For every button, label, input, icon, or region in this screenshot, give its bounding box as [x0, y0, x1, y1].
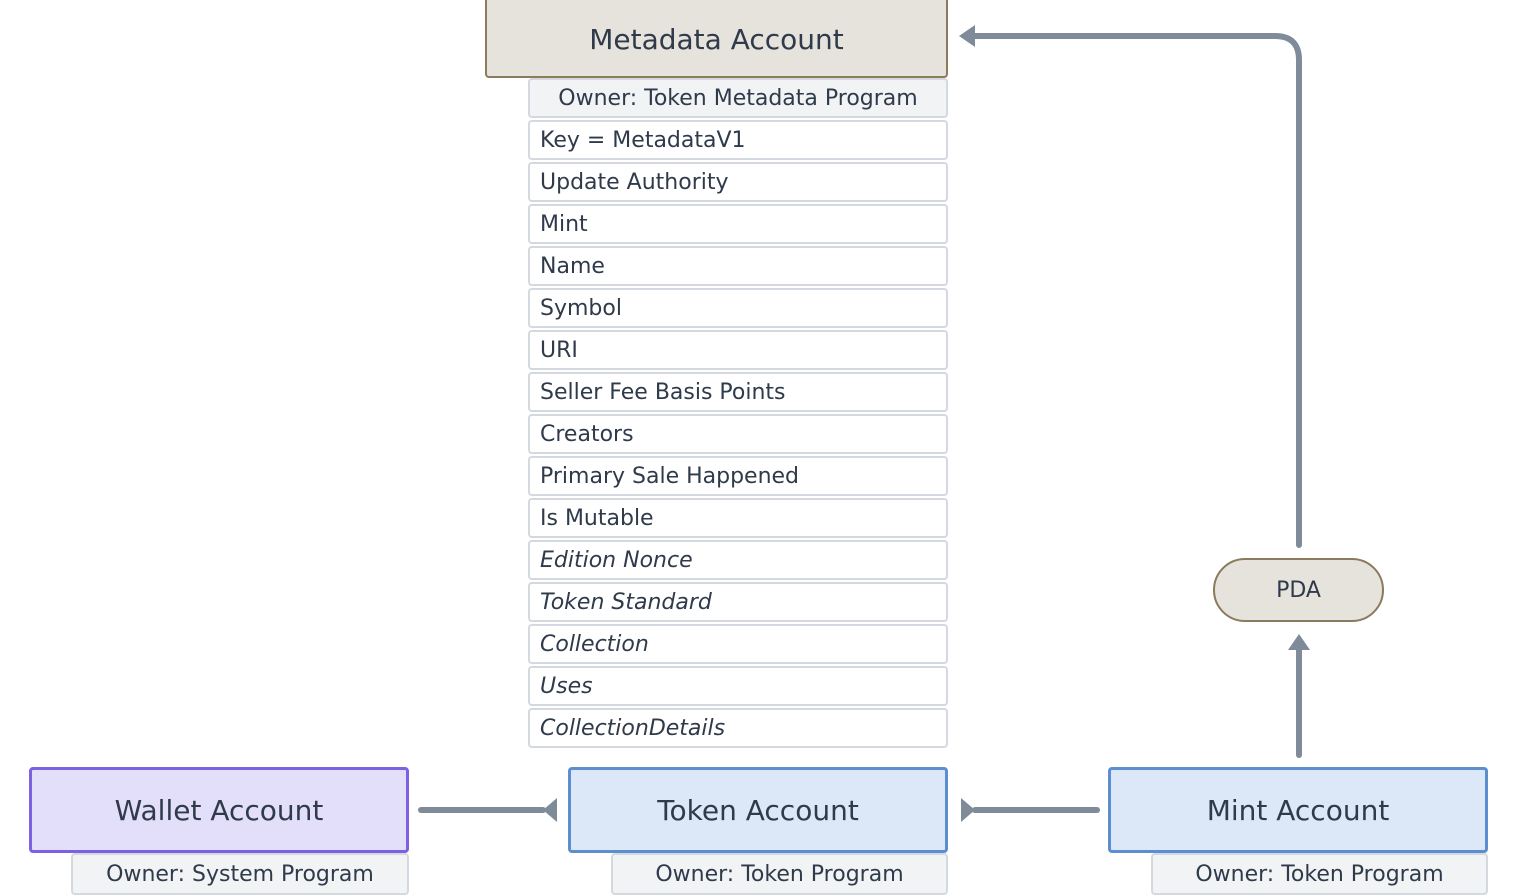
- pda-node: PDA: [1213, 558, 1384, 622]
- field-label: Creators: [540, 421, 634, 447]
- field-row-update-authority: Update Authority: [528, 162, 948, 202]
- field-row-mint: Mint: [528, 204, 948, 244]
- wallet-account-title: Wallet Account: [114, 793, 324, 827]
- field-row-key: Key = MetadataV1: [528, 120, 948, 160]
- field-row-primary-sale-happened: Primary Sale Happened: [528, 456, 948, 496]
- field-row-token-standard: Token Standard: [528, 582, 948, 622]
- metadata-account-title: Metadata Account: [589, 22, 844, 56]
- wallet-account-box: Wallet Account: [29, 767, 409, 853]
- field-label: Is Mutable: [540, 505, 654, 531]
- field-label: Update Authority: [540, 169, 729, 195]
- token-account-box: Token Account: [568, 767, 948, 853]
- field-label: Primary Sale Happened: [540, 463, 800, 489]
- metadata-owner-label: Owner: Token Metadata Program: [558, 85, 918, 111]
- mint-owner-label: Owner: Token Program: [1195, 861, 1444, 887]
- field-label: Uses: [540, 673, 593, 699]
- token-owner-label: Owner: Token Program: [655, 861, 904, 887]
- field-label: Seller Fee Basis Points: [540, 379, 786, 405]
- wallet-connector-head: [543, 798, 557, 822]
- field-label: Symbol: [540, 295, 622, 321]
- pda-arrowhead: [1288, 634, 1310, 650]
- pda-to-metadata-arrow: [972, 33, 1302, 548]
- token-account-title: Token Account: [657, 793, 859, 827]
- field-row-symbol: Symbol: [528, 288, 948, 328]
- field-row-uri: URI: [528, 330, 948, 370]
- mint-account-box: Mint Account: [1108, 767, 1488, 853]
- field-row-creators: Creators: [528, 414, 948, 454]
- field-row-collection: Collection: [528, 624, 948, 664]
- token-arrowhead: [961, 798, 975, 822]
- field-label: URI: [540, 337, 578, 363]
- token-owner-box: Owner: Token Program: [611, 853, 948, 895]
- field-row-name: Name: [528, 246, 948, 286]
- field-label: Edition Nonce: [540, 547, 693, 573]
- field-row-is-mutable: Is Mutable: [528, 498, 948, 538]
- wallet-owner-label: Owner: System Program: [106, 861, 374, 887]
- field-row-uses: Uses: [528, 666, 948, 706]
- mint-account-title: Mint Account: [1206, 793, 1390, 827]
- field-label: Mint: [540, 211, 588, 237]
- field-label: Name: [540, 253, 605, 279]
- wallet-owner-box: Owner: System Program: [71, 853, 409, 895]
- field-label: CollectionDetails: [540, 715, 726, 741]
- field-row-collection-details: CollectionDetails: [528, 708, 948, 748]
- field-label: Collection: [540, 631, 649, 657]
- metadata-account-header: Metadata Account: [485, 0, 948, 78]
- metadata-owner-row: Owner: Token Metadata Program: [528, 78, 948, 118]
- pda-label: PDA: [1276, 577, 1321, 603]
- mint-owner-box: Owner: Token Program: [1151, 853, 1488, 895]
- field-row-seller-fee-basis-points: Seller Fee Basis Points: [528, 372, 948, 412]
- metadata-arrowhead: [959, 25, 975, 47]
- field-label: Token Standard: [540, 589, 712, 615]
- field-label: Key = MetadataV1: [540, 127, 746, 153]
- field-row-edition-nonce: Edition Nonce: [528, 540, 948, 580]
